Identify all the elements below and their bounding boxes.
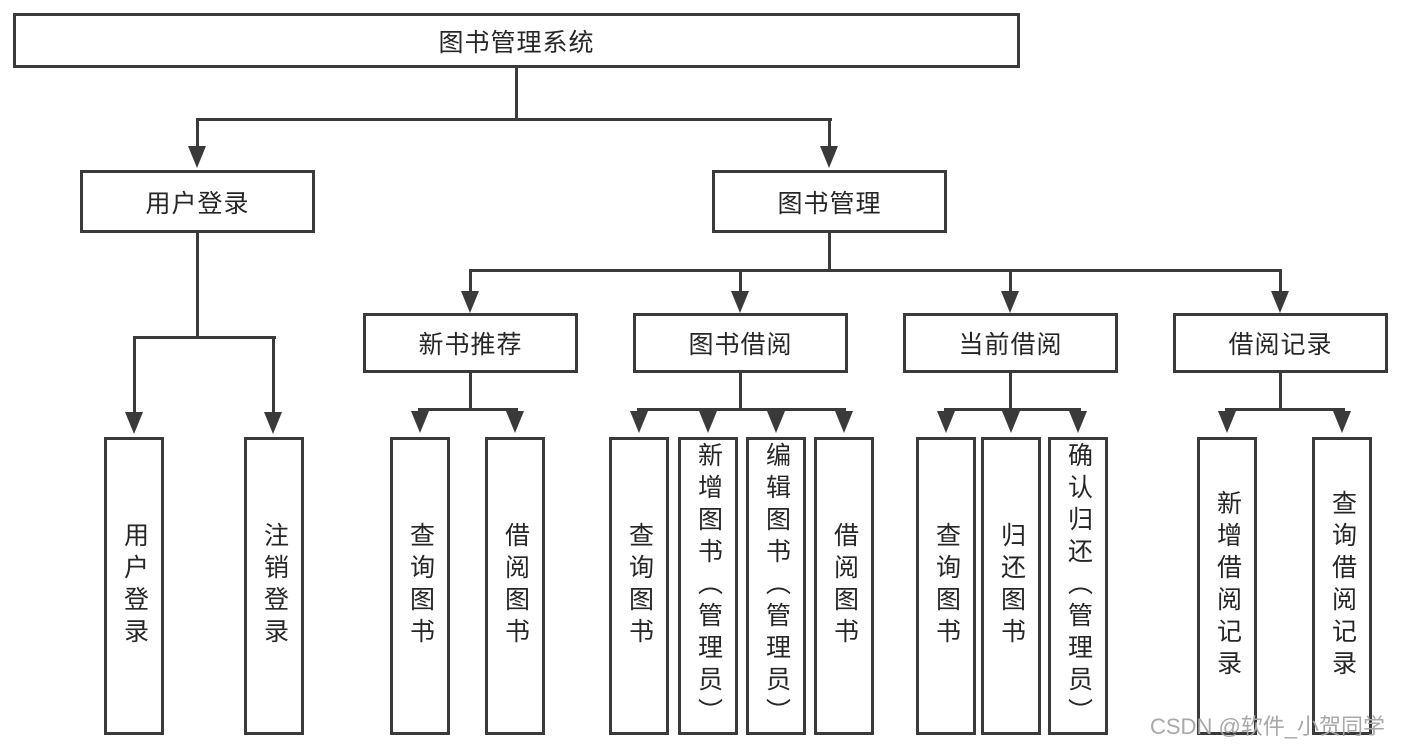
leaf-logout: 注销登录	[244, 437, 304, 735]
arrow-down-icon	[264, 412, 282, 434]
connector-hline	[469, 269, 1282, 272]
arrow-down-icon	[411, 411, 429, 433]
leaf-query-books-borrow: 查询图书	[609, 437, 669, 735]
watermark-text: CSDN @软件_小贺同学	[1150, 714, 1386, 739]
leaf-label: 归还图书	[997, 522, 1026, 650]
connector-hline	[418, 408, 518, 411]
leaf-borrow-books-recommend: 借阅图书	[485, 437, 545, 735]
leaf-confirm-return-admin: 确认归还（管理员）	[1048, 437, 1108, 735]
connector-vline	[133, 336, 136, 413]
leaf-label: 查询图书	[625, 522, 654, 650]
leaf-label: 用户登录	[120, 522, 149, 650]
connector-vline	[1279, 269, 1282, 292]
node-label: 新书推荐	[418, 331, 523, 359]
node-label: 图书管理	[777, 189, 882, 218]
arrow-down-icon	[188, 146, 206, 168]
arrow-down-icon	[835, 411, 853, 433]
leaf-label: 注销登录	[260, 522, 289, 650]
arrow-down-icon	[699, 411, 717, 433]
leaf-label: 查询图书	[932, 522, 961, 650]
leaf-query-books-current: 查询图书	[916, 437, 976, 735]
arrow-down-icon	[937, 411, 955, 433]
connector-vline	[469, 269, 472, 292]
arrow-down-icon	[461, 291, 479, 313]
connector-vline	[739, 269, 742, 292]
leaf-borrow-books: 借阅图书	[814, 437, 874, 735]
connector-hline	[944, 408, 1081, 411]
node-label: 用户登录	[145, 189, 250, 218]
leaf-edit-book-admin: 编辑图书（管理员）	[746, 437, 806, 735]
arrow-down-icon	[767, 411, 785, 433]
arrow-down-icon	[630, 411, 648, 433]
node-library-management-system: 图书管理系统	[13, 13, 1020, 68]
leaf-label: 查询借阅记录	[1328, 490, 1357, 682]
arrow-down-icon	[1333, 411, 1351, 433]
node-borrow-records: 借阅记录	[1173, 313, 1388, 373]
connector-vline	[739, 373, 742, 411]
arrow-down-icon	[125, 412, 143, 434]
arrow-down-icon	[506, 411, 524, 433]
arrow-down-icon	[1069, 411, 1087, 433]
arrow-down-icon	[1002, 411, 1020, 433]
connector-vline	[196, 233, 199, 339]
connector-vline	[1009, 373, 1012, 411]
leaf-query-borrow-record: 查询借阅记录	[1312, 437, 1372, 735]
node-book-management: 图书管理	[712, 170, 947, 233]
node-user-login: 用户登录	[80, 170, 315, 233]
leaf-label: 借阅图书	[501, 522, 530, 650]
node-label: 当前借阅	[958, 331, 1063, 359]
node-label: 借阅记录	[1228, 331, 1333, 359]
connector-hline	[133, 336, 276, 339]
leaf-label: 新增借阅记录	[1213, 490, 1242, 682]
connector-hline	[196, 118, 832, 121]
leaf-return-book: 归还图书	[981, 437, 1041, 735]
node-label: 图书管理系统	[438, 28, 595, 57]
node-label: 图书借阅	[688, 331, 793, 359]
connector-vline	[828, 118, 831, 146]
leaf-label: 编辑图书（管理员）	[762, 442, 791, 730]
connector-hline	[1225, 408, 1345, 411]
node-book-borrow: 图书借阅	[633, 313, 848, 373]
leaf-label: 确认归还（管理员）	[1064, 442, 1093, 730]
connector-vline	[272, 336, 275, 413]
connector-vline	[196, 118, 199, 146]
connector-vline	[469, 373, 472, 411]
leaf-user-login: 用户登录	[104, 437, 164, 735]
connector-hline	[637, 408, 846, 411]
arrow-down-icon	[731, 291, 749, 313]
arrow-down-icon	[1218, 411, 1236, 433]
arrow-down-icon	[1271, 291, 1289, 313]
arrow-down-icon	[820, 146, 838, 168]
connector-vline	[1009, 269, 1012, 292]
connector-vline	[1279, 373, 1282, 411]
leaf-label: 新增图书（管理员）	[694, 442, 723, 730]
leaf-label: 借阅图书	[830, 522, 859, 650]
node-new-book-recommend: 新书推荐	[363, 313, 578, 373]
leaf-label: 查询图书	[406, 522, 435, 650]
leaf-add-borrow-record: 新增借阅记录	[1197, 437, 1257, 735]
arrow-down-icon	[1001, 291, 1019, 313]
connector-vline	[828, 233, 831, 272]
leaf-add-book-admin: 新增图书（管理员）	[678, 437, 738, 735]
node-current-borrow: 当前借阅	[903, 313, 1118, 373]
connector-vline	[515, 68, 518, 121]
leaf-query-books-recommend: 查询图书	[390, 437, 450, 735]
